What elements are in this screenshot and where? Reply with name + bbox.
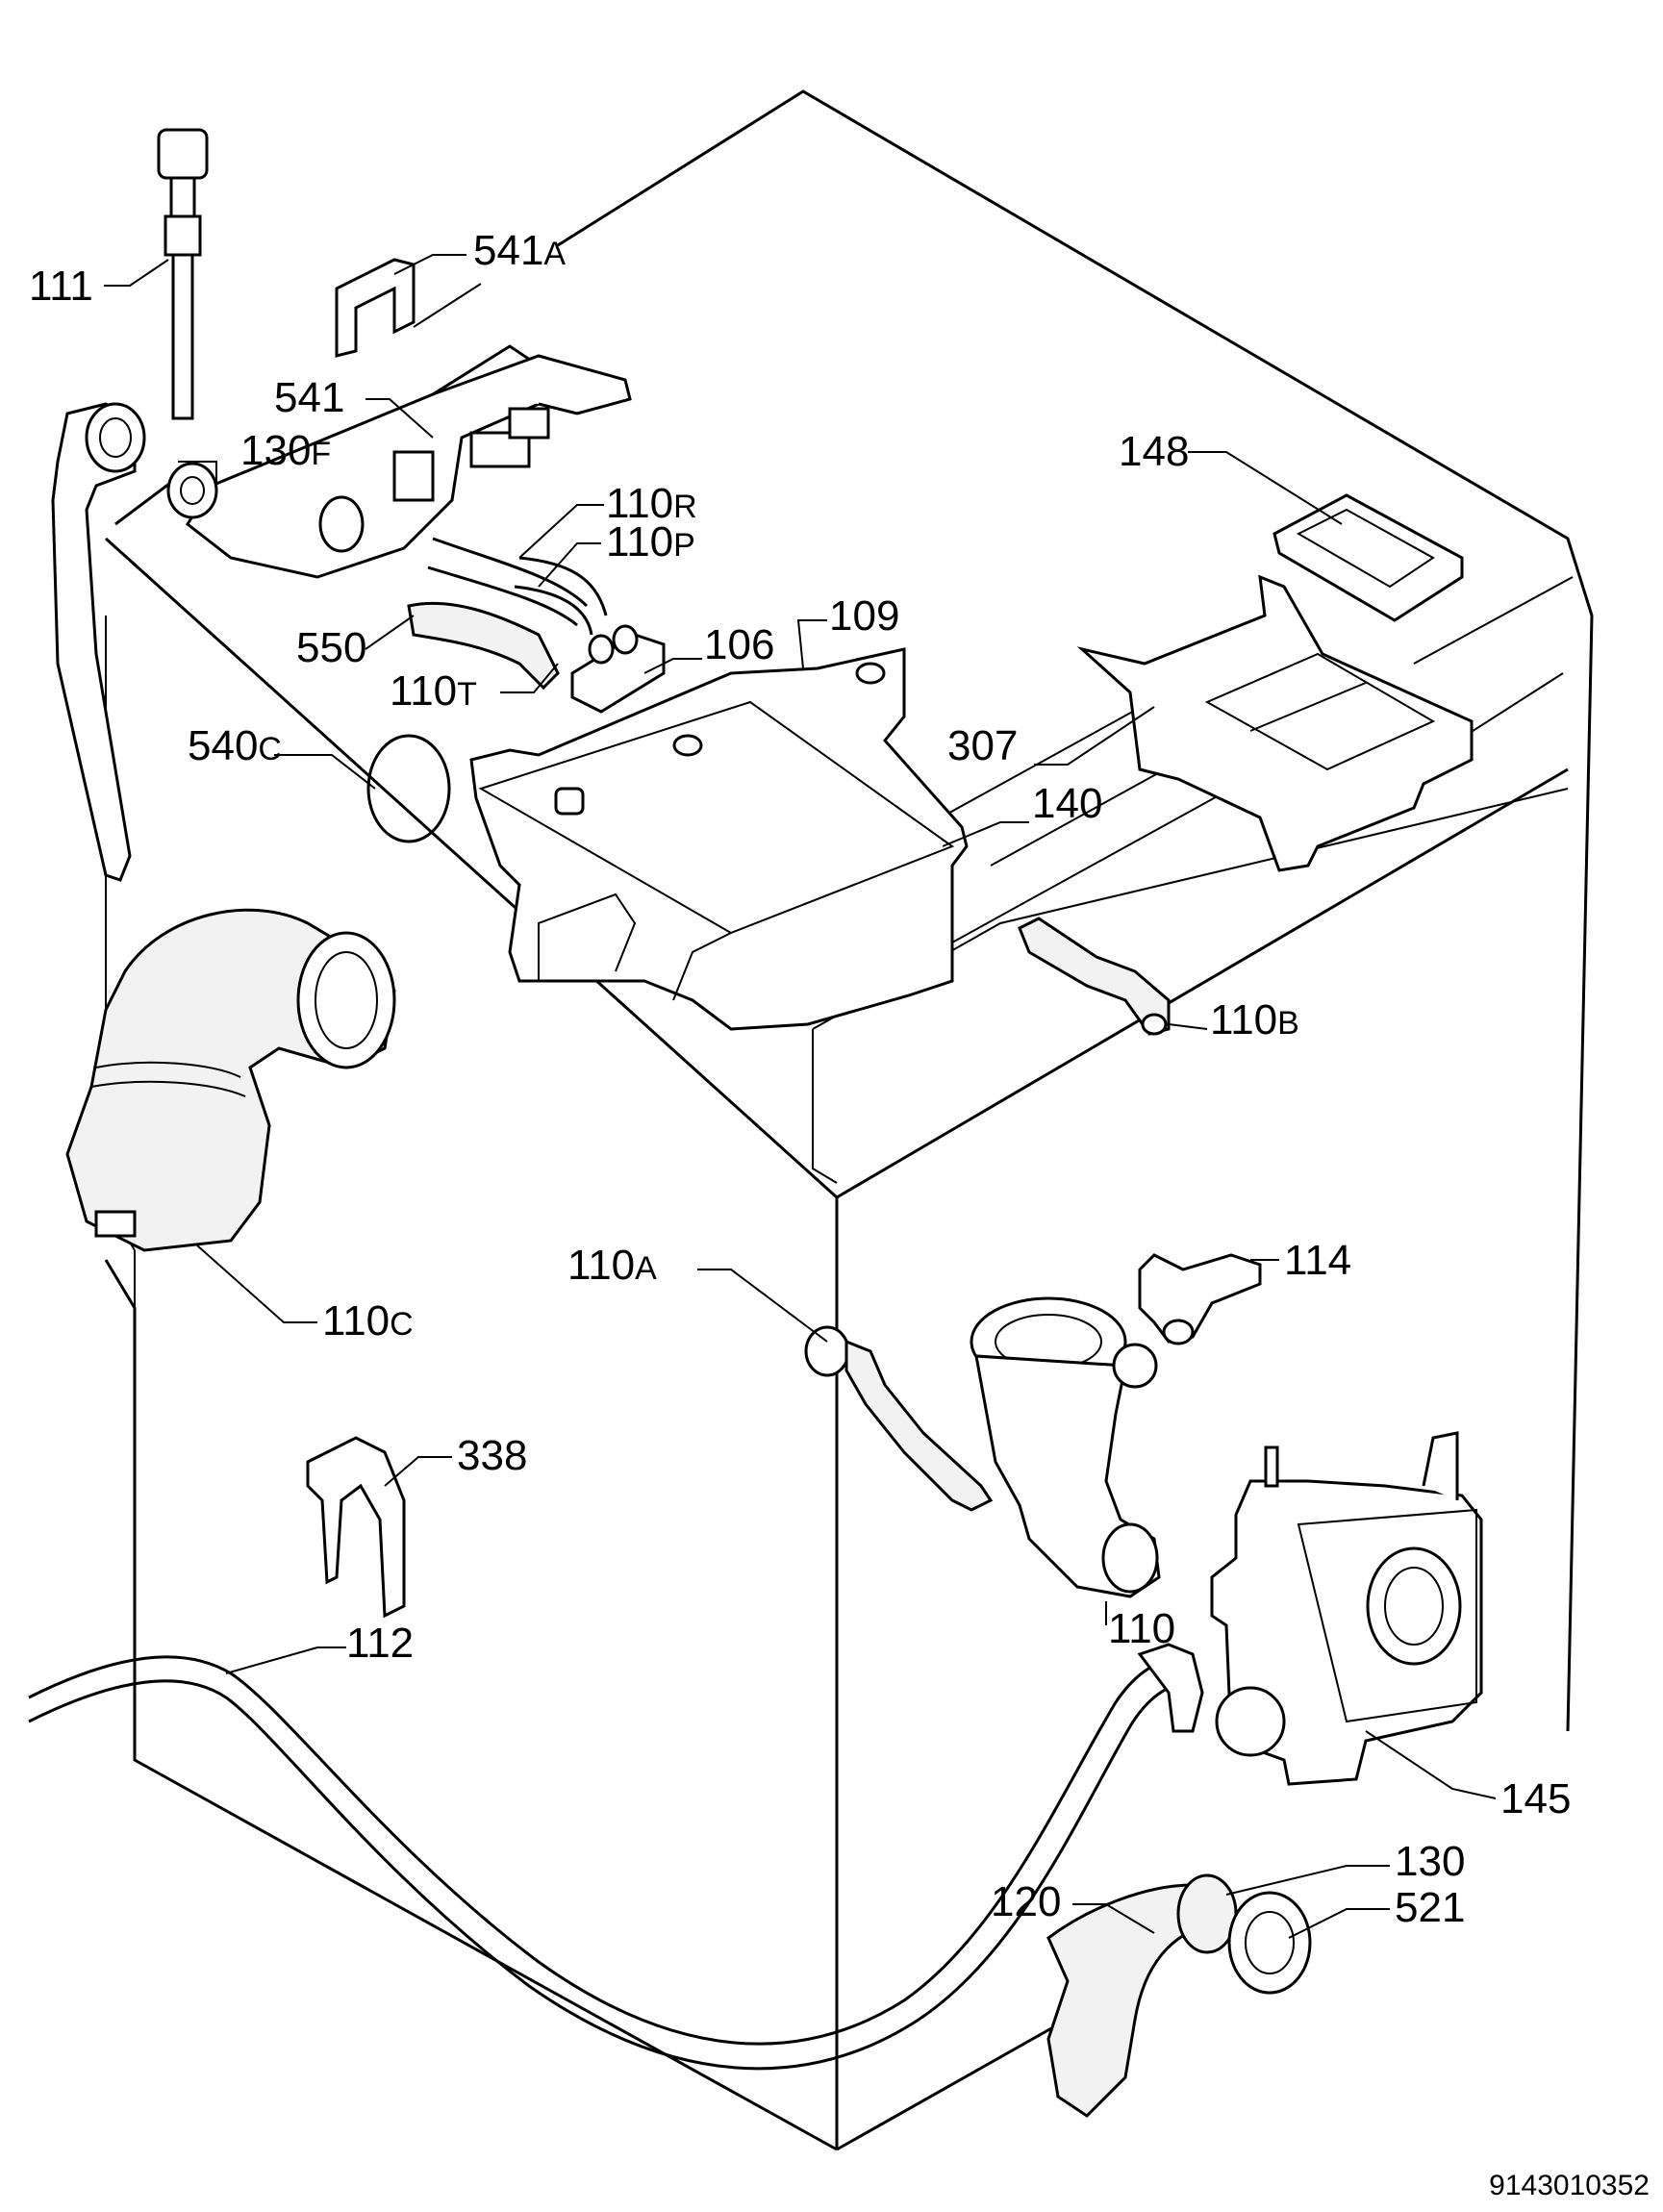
label-130f: 130F bbox=[240, 427, 331, 474]
leader-lines bbox=[104, 254, 1497, 1939]
part-130-seal bbox=[1176, 1873, 1238, 1954]
label-110t: 110T bbox=[390, 667, 477, 715]
label-140: 140 bbox=[1032, 780, 1102, 827]
label-112: 112 bbox=[346, 1620, 414, 1667]
label-521: 521 bbox=[1395, 1884, 1465, 1931]
part-112-drain-hose bbox=[28, 1643, 1204, 2071]
label-540c: 540C bbox=[188, 722, 282, 769]
part-110c-bellows bbox=[65, 908, 396, 1252]
label-338: 338 bbox=[457, 1432, 527, 1479]
label-106: 106 bbox=[704, 621, 774, 668]
label-110c: 110C bbox=[322, 1297, 414, 1345]
label-110r: 110R bbox=[606, 480, 697, 527]
part-541a-clip bbox=[335, 258, 416, 358]
part-338-clip bbox=[306, 1436, 406, 1619]
label-110p: 110P bbox=[606, 518, 695, 566]
part-111-inlet-hose bbox=[157, 128, 209, 420]
label-148: 148 bbox=[1119, 428, 1189, 475]
part-148-insert bbox=[1272, 493, 1464, 622]
part-114-connector bbox=[1138, 1253, 1262, 1345]
label-114: 114 bbox=[1284, 1237, 1351, 1284]
label-120: 120 bbox=[991, 1878, 1061, 1925]
label-145: 145 bbox=[1500, 1775, 1571, 1822]
label-111: 111 bbox=[29, 263, 93, 310]
drawing-number: 9143010352 bbox=[1489, 2170, 1650, 2201]
callout-labels: 111 541A 541 130F 110R 110P 550 110T 106… bbox=[29, 227, 1571, 1931]
label-109: 109 bbox=[829, 592, 899, 640]
part-550-corrugated-tube bbox=[407, 601, 560, 691]
part-307-drawer bbox=[1076, 574, 1474, 872]
label-550: 550 bbox=[296, 624, 366, 671]
label-307: 307 bbox=[947, 722, 1018, 769]
part-540c-ring bbox=[366, 734, 451, 843]
label-130: 130 bbox=[1395, 1838, 1465, 1885]
part-140-dispenser-housing bbox=[469, 647, 969, 1031]
part-110a-hose bbox=[804, 1325, 994, 1512]
part-130f-filter bbox=[166, 462, 218, 519]
part-110-sump-hose bbox=[970, 1296, 1161, 1598]
label-541: 541 bbox=[274, 374, 344, 421]
label-110: 110 bbox=[1108, 1605, 1175, 1652]
label-110b: 110B bbox=[1210, 996, 1299, 1043]
part-145-pump bbox=[1210, 1431, 1483, 1786]
part-110r-110p-hoses bbox=[427, 537, 608, 636]
part-110b-hose bbox=[1018, 917, 1171, 1036]
part-106-connector bbox=[570, 624, 666, 714]
part-541-valve-bracket bbox=[186, 344, 632, 579]
part-521-cap bbox=[1227, 1891, 1312, 1995]
part-inlet-hose-elbow bbox=[51, 402, 146, 882]
label-110a: 110A bbox=[567, 1242, 657, 1289]
label-541a: 541A bbox=[473, 227, 566, 274]
